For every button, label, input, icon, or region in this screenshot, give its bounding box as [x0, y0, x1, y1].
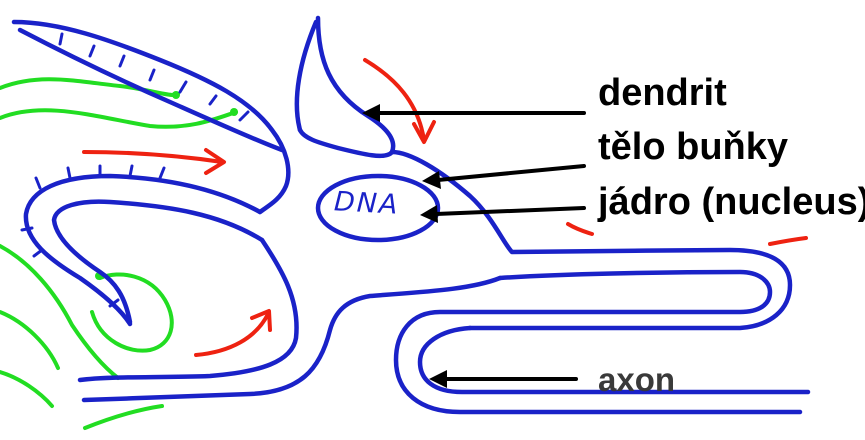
spine	[22, 228, 32, 230]
signal-arrow-far-right	[770, 238, 806, 244]
spine	[130, 166, 132, 176]
spine	[210, 96, 216, 104]
dendrite-top-right-edge	[300, 18, 393, 156]
dendrite-middle-outer	[26, 176, 260, 324]
spine	[240, 112, 248, 120]
spine	[120, 56, 124, 66]
spine	[150, 70, 154, 80]
signal-arrow-lower	[196, 314, 268, 355]
spine	[34, 250, 42, 256]
spine	[160, 168, 164, 178]
cell-body-lower-left	[80, 240, 297, 380]
pointer-nucleus-head	[420, 205, 438, 223]
dendrite-middle-inner	[54, 202, 262, 322]
dendrite-top-left-edge	[297, 22, 316, 130]
spine	[68, 168, 70, 178]
signal-arrow-right-edge	[568, 224, 592, 234]
spine	[90, 46, 94, 56]
label-axon: axon	[598, 363, 675, 396]
spine	[60, 34, 62, 44]
neighbor-fiber-top-lower	[0, 110, 236, 127]
signal-arrow-left	[84, 152, 222, 162]
synapse-dot	[230, 108, 238, 116]
nucleus-dna-label: DNA	[333, 188, 400, 218]
pointer-body-line	[438, 166, 584, 180]
spine	[36, 178, 40, 188]
label-nucleus: jádro (nucleus)	[598, 183, 865, 221]
pointer-nucleus-line	[436, 208, 584, 214]
neighbor-fiber-loop	[92, 274, 172, 350]
neighbor-fiber-bottom-2	[0, 372, 52, 406]
label-cell-body: tělo buňky	[598, 128, 788, 166]
neighbor-fiber-footer	[85, 406, 162, 428]
spine	[180, 82, 186, 92]
label-dendrit: dendrit	[598, 74, 727, 112]
neighbor-fiber-bottom	[0, 312, 58, 368]
